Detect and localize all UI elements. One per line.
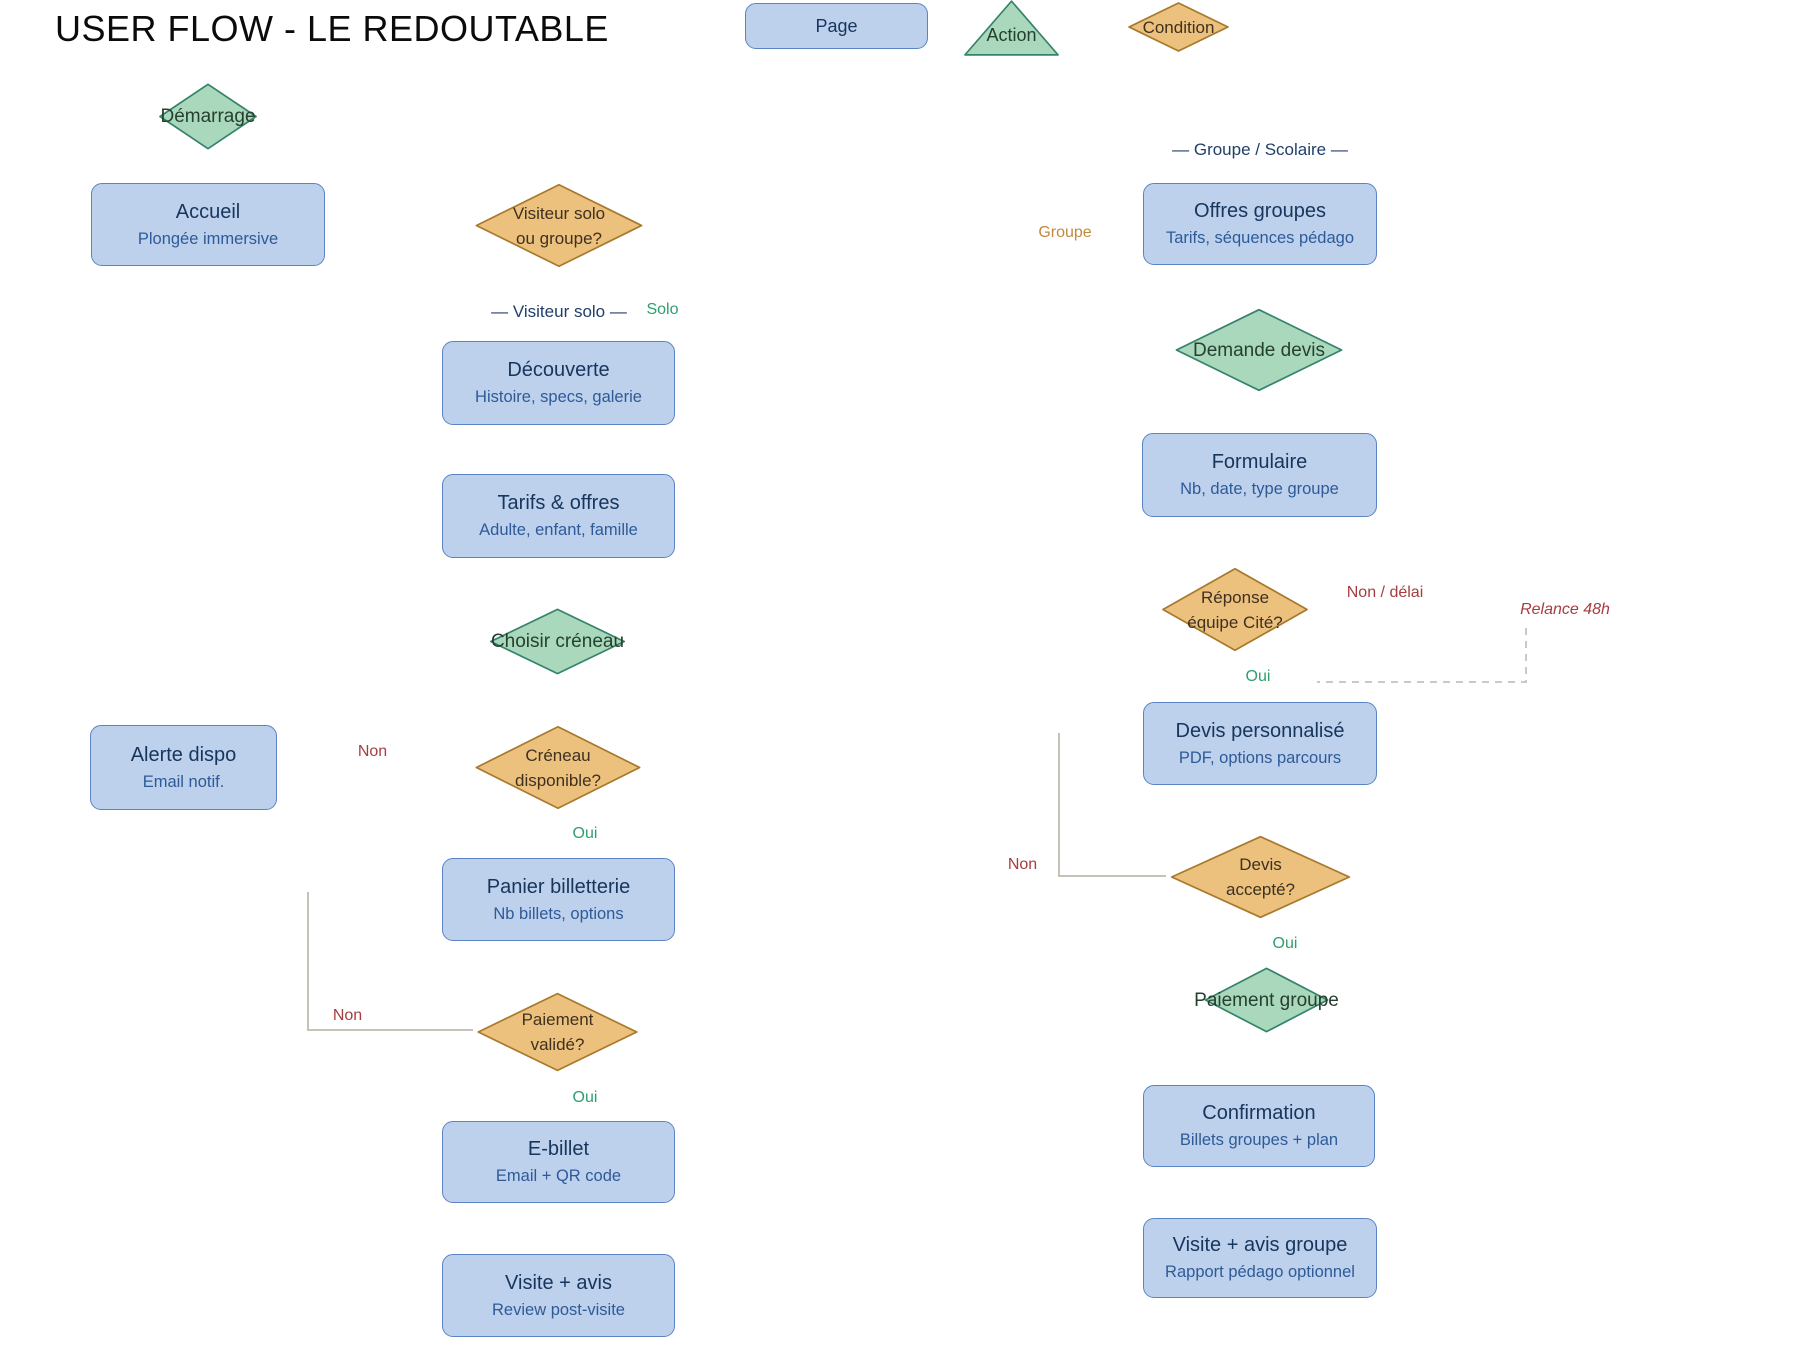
- diamond-icon: [473, 725, 643, 810]
- node-demarrage: Démarrage: [158, 83, 258, 150]
- node-confirmation: Confirmation Billets groupes + plan: [1143, 1085, 1375, 1167]
- node-panier-title: Panier billetterie: [486, 875, 631, 898]
- diamond-icon: [1160, 567, 1310, 652]
- edge-label-paiement-oui: Oui: [572, 1089, 598, 1106]
- node-reponse-question-label: Réponse équipe Cité?: [1187, 587, 1283, 632]
- node-tarifs-subtitle: Adulte, enfant, famille: [479, 521, 638, 539]
- node-panier-subtitle: Nb billets, options: [493, 904, 624, 923]
- node-devis-accepte: Devis accepté?: [1168, 835, 1353, 919]
- node-visite-avis: Visite + avis Review post-visite: [442, 1254, 675, 1337]
- section-header-visiteur-solo: — Visiteur solo —: [491, 302, 627, 321]
- node-offres-groupes: Offres groupes Tarifs, séquences pédago: [1143, 183, 1377, 265]
- diamond-icon: [1173, 308, 1345, 392]
- node-visiteur-question-label: Visiteur solo ou groupe?: [512, 203, 606, 248]
- node-alerte-title: Alerte dispo: [130, 743, 237, 766]
- legend-page: Page: [745, 3, 928, 49]
- node-formulaire: Formulaire Nb, date, type groupe: [1142, 433, 1377, 517]
- diamond-icon: [158, 83, 258, 150]
- node-choisir-creneau: Choisir créneau: [488, 608, 627, 675]
- node-panier-billetterie: Panier billetterie Nb billets, options: [442, 858, 675, 941]
- legend-action: Action: [963, 0, 1060, 56]
- node-offres-subtitle: Tarifs, séquences pédago: [1165, 229, 1355, 247]
- legend-action-label: Action: [986, 24, 1037, 45]
- node-offres-title: Offres groupes: [1194, 200, 1326, 222]
- diamond-icon: [1127, 2, 1230, 52]
- node-visite-avis-groupe: Visite + avis groupe Rapport pédago opti…: [1143, 1218, 1377, 1298]
- triangle-icon: [963, 0, 1060, 56]
- diamond-icon: [488, 608, 627, 675]
- node-tarifs-title: Tarifs & offres: [497, 492, 620, 514]
- node-demarrage-label: Démarrage: [160, 106, 256, 127]
- legend-page-label: Page: [815, 15, 858, 36]
- node-ebillet: E-billet Email + QR code: [442, 1121, 675, 1203]
- node-accueil-subtitle: Plongée immersive: [137, 229, 279, 248]
- connector-relance-dashed: [1317, 628, 1527, 683]
- edge-label-devis-non: Non: [1007, 856, 1038, 873]
- diamond-icon: [475, 992, 640, 1072]
- node-formulaire-title: Formulaire: [1211, 451, 1308, 473]
- edge-label-reponse-non-delai: Non / délai: [1346, 584, 1424, 601]
- node-tarifs-offres: Tarifs & offres Adulte, enfant, famille: [442, 474, 675, 558]
- node-decouverte-subtitle: Histoire, specs, galerie: [475, 388, 642, 406]
- node-ebillet-subtitle: Email + QR code: [495, 1167, 622, 1185]
- edge-label-devis-oui: Oui: [1272, 935, 1298, 952]
- edge-label-reponse-oui: Oui: [1245, 668, 1271, 685]
- node-visite-avis-groupe-subtitle: Rapport pédago optionnel: [1165, 1263, 1355, 1281]
- node-decouverte-title: Découverte: [507, 359, 610, 381]
- node-creneau-disponible: Créneau disponible?: [473, 725, 643, 810]
- node-demande-devis: Demande devis: [1173, 308, 1345, 392]
- node-ebillet-title: E-billet: [527, 1138, 590, 1160]
- section-header-groupe-scolaire: — Groupe / Scolaire —: [1172, 140, 1348, 159]
- node-alerte-subtitle: Email notif.: [142, 772, 225, 791]
- node-alerte-dispo: Alerte dispo Email notif.: [90, 725, 277, 810]
- node-choisir-creneau-label: Choisir créneau: [490, 631, 625, 652]
- node-demande-devis-label: Demande devis: [1192, 339, 1326, 361]
- edge-label-relance-48h: Relance 48h: [1520, 601, 1610, 618]
- node-accueil-title: Accueil: [175, 200, 241, 223]
- node-visite-avis-title: Visite + avis: [505, 1271, 612, 1294]
- edge-label-groupe: Groupe: [1038, 224, 1092, 241]
- node-creneau-question-label: Créneau disponible?: [514, 745, 601, 790]
- diamond-icon: [473, 183, 645, 268]
- node-confirmation-title: Confirmation: [1202, 1102, 1316, 1124]
- node-visite-avis-subtitle: Review post-visite: [492, 1300, 625, 1319]
- diamond-icon: [1203, 967, 1330, 1033]
- node-confirmation-subtitle: Billets groupes + plan: [1179, 1131, 1339, 1149]
- node-paiement-groupe: Paiement groupe: [1194, 967, 1339, 1033]
- node-visite-avis-groupe-title: Visite + avis groupe: [1172, 1234, 1348, 1256]
- node-accueil: Accueil Plongée immersive: [91, 183, 325, 266]
- node-formulaire-subtitle: Nb, date, type groupe: [1180, 480, 1339, 498]
- edge-label-creneau-oui: Oui: [572, 825, 598, 842]
- legend-condition: Condition: [1127, 2, 1230, 52]
- page-title: USER FLOW - LE REDOUTABLE: [55, 8, 609, 49]
- edge-label-solo: Solo: [646, 301, 679, 318]
- node-reponse-equipe-cite: Réponse équipe Cité?: [1160, 567, 1310, 652]
- node-visiteur-solo-ou-groupe: Visiteur solo ou groupe?: [473, 183, 645, 268]
- node-devis-question-label: Devis accepté?: [1226, 855, 1295, 899]
- node-devis-subtitle: PDF, options parcours: [1178, 748, 1342, 767]
- edge-label-creneau-non: Non: [357, 743, 388, 760]
- node-paiement-groupe-label: Paiement groupe: [1194, 989, 1339, 1011]
- diamond-icon: [1168, 835, 1353, 919]
- node-paiement-question-label: Paiement validé?: [521, 1010, 594, 1054]
- node-devis-title: Devis personnalisé: [1175, 719, 1345, 742]
- edge-label-paiement-non: Non: [332, 1007, 363, 1024]
- node-devis-personnalise: Devis personnalisé PDF, options parcours: [1143, 702, 1377, 785]
- node-decouverte: Découverte Histoire, specs, galerie: [442, 341, 675, 425]
- node-paiement-valide: Paiement validé?: [475, 992, 640, 1072]
- legend-condition-label: Condition: [1142, 17, 1215, 37]
